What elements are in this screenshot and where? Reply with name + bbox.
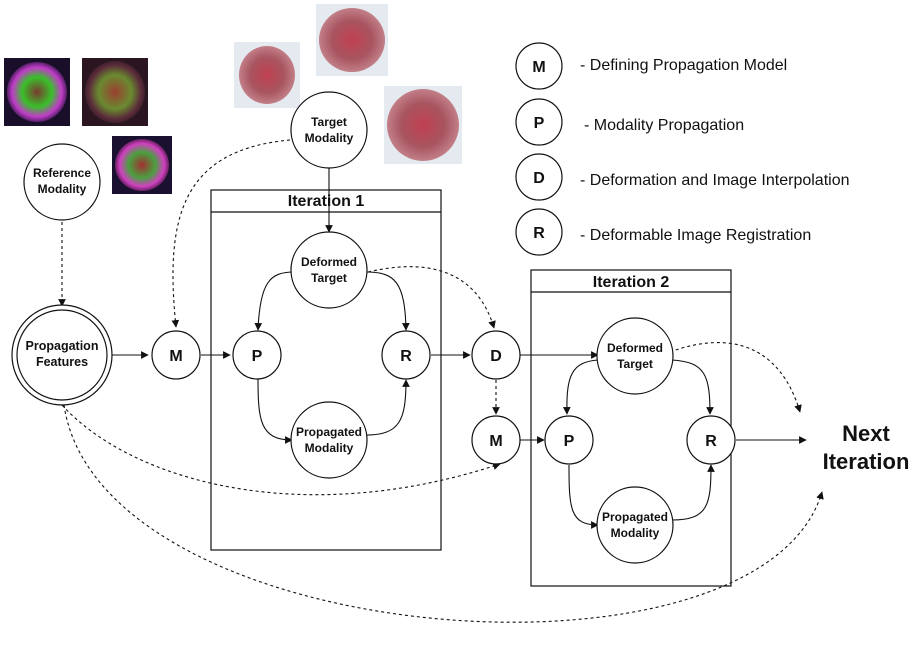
edge-deformed1-to-d [367,266,496,329]
iteration-2-box: Iteration 2 [530,269,732,587]
legend-text-d: - Deformation and Image Interpolation [580,172,849,189]
iteration-2-title: Iteration 2 [593,274,670,291]
legend-key-r: R [533,225,545,242]
r2-label: R [705,433,717,450]
p2-label: P [564,433,575,450]
node-p1: P [232,330,282,380]
legend-item-r: R - Deformable Image Registration [515,208,811,256]
next-iteration-label: Next Iteration [823,421,910,474]
next-iteration-line-2: Iteration [823,449,910,474]
deformed-target-1-line-2: Target [311,271,347,285]
histology-image-3 [384,86,462,164]
node-reference-modality: Reference Modality [23,143,101,221]
node-m1: M [151,330,201,380]
edge-deformed2-to-next [669,342,802,413]
m1-label: M [169,348,182,365]
p1-label: P [252,348,263,365]
legend-text-m: - Defining Propagation Model [580,57,787,74]
node-p2: P [544,415,594,465]
histology-image-1 [234,42,300,108]
legend-item-d: D - Deformation and Image Interpolation [515,153,849,201]
legend-key-m: M [532,59,545,76]
node-r2: R [686,415,736,465]
edge-deformed2-to-r2 [671,359,714,415]
legend-text-p: - Modality Propagation [584,117,744,134]
node-d: D [471,330,521,380]
edge-propagated2-to-r2 [671,464,715,521]
deformed-target-2-line-2: Target [617,357,653,371]
propagated-modality-1-line-2: Modality [305,441,354,455]
legend-key-d: D [533,170,545,187]
dashed-connectors [58,139,824,623]
reference-modality-line-1: Reference [33,166,91,180]
edge-features-to-m2 [61,404,501,496]
node-deformed-target-1: Deformed Target [290,231,368,309]
target-modality-line-1: Target [311,115,347,129]
propagation-features-line-2: Features [36,355,88,369]
fluorescence-image-1 [4,58,70,126]
solid-connectors [110,168,807,529]
deformed-target-1-line-1: Deformed [301,255,357,269]
edge-features-to-next [63,404,824,623]
node-target-modality: Target Modality [290,91,368,169]
node-propagated-modality-1: Propagated Modality [290,401,368,479]
edge-propagated1-to-r1 [365,379,410,436]
edge-deformed1-to-p1 [254,271,295,331]
legend-item-m: M - Defining Propagation Model [515,42,787,90]
propagated-modality-1-line-1: Propagated [296,425,362,439]
iteration-1-box: Iteration 1 [210,189,442,551]
fluorescence-image-3 [112,136,172,194]
legend: M - Defining Propagation Model P - Modal… [515,42,849,256]
histology-image-2 [316,4,388,76]
d-label: D [490,348,502,365]
propagation-features-line-1: Propagation [26,339,99,353]
node-propagation-features: Propagation Features [11,304,113,406]
legend-item-p: P - Modality Propagation [515,98,744,146]
r1-label: R [400,348,412,365]
edge-p1-to-propagated1 [257,377,293,444]
edge-target-to-m1 [171,139,291,328]
node-deformed-target-2: Deformed Target [596,317,674,395]
reference-modality-line-2: Modality [38,182,87,196]
edge-deformed1-to-r1 [365,271,410,331]
node-r1: R [381,330,431,380]
edge-p2-to-propagated2 [568,464,599,529]
legend-key-p: P [534,115,545,132]
fluorescence-image-2 [82,58,148,126]
propagated-modality-2-line-1: Propagated [602,510,668,524]
m2-label: M [489,433,502,450]
iteration-1-title: Iteration 1 [288,193,365,210]
node-propagated-modality-2: Propagated Modality [596,486,674,564]
edge-deformed2-to-p2 [562,359,599,415]
node-m2: M [471,415,521,465]
propagated-modality-2-line-2: Modality [611,526,660,540]
legend-text-r: - Deformable Image Registration [580,227,811,244]
next-iteration-line-1: Next [842,421,890,446]
deformed-target-2-line-1: Deformed [607,341,663,355]
target-modality-line-2: Modality [305,131,354,145]
